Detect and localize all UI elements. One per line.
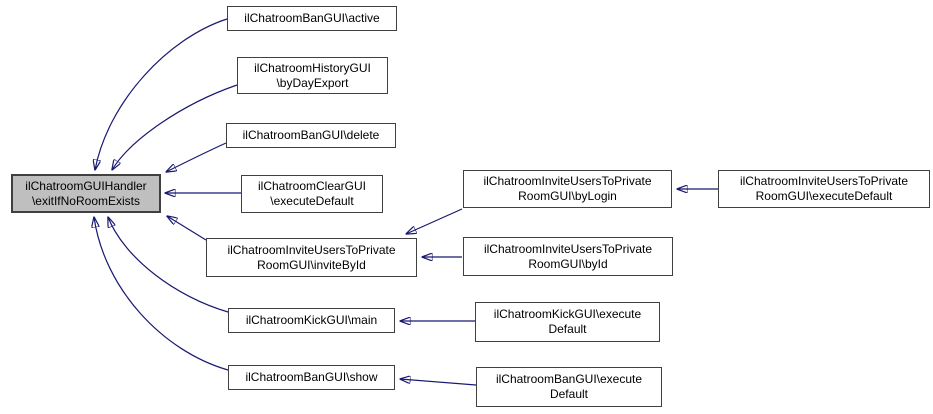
edge-active-to-exitIfNoRoomExists — [95, 18, 228, 170]
node-invite-byLogin[interactable]: ilChatroomInviteUsersToPrivate RoomGUI\b… — [463, 170, 672, 208]
node-clear-executeDefault[interactable]: ilChatroomClearGUI \executeDefault — [241, 175, 383, 213]
edge-delete-to-exitIfNoRoomExists — [166, 142, 227, 172]
node-invite-inviteById[interactable]: ilChatroomInviteUsersToPrivate RoomGUI\i… — [206, 238, 417, 277]
node-kick-executeDefault[interactable]: ilChatroomKickGUI\execute Default — [475, 302, 660, 342]
node-label: ilChatroomKickGUI\execute Default — [493, 307, 642, 336]
node-label: ilChatroomInviteUsersToPrivate RoomGUI\b… — [483, 241, 653, 271]
node-ban-show[interactable]: ilChatroomBanGUI\show — [228, 365, 395, 390]
edge-byDayExport-to-exitIfNoRoomExists — [112, 84, 238, 170]
node-label: ilChatroomBanGUI\execute Default — [495, 372, 643, 401]
edge-inviteById-to-exitIfNoRoomExists — [167, 216, 207, 241]
node-label: ilChatroomBanGUI\delete — [242, 128, 380, 142]
node-label: ilChatroomBanGUI\show — [245, 370, 378, 384]
edge-byLogin-to-inviteById — [406, 208, 463, 234]
node-label: ilChatroomKickGUI\main — [245, 313, 378, 327]
node-invite-executeDefault[interactable]: ilChatroomInviteUsersToPrivate RoomGUI\e… — [718, 170, 930, 208]
edge-main-to-exitIfNoRoomExists — [108, 217, 229, 313]
node-label: ilChatroomHistoryGUI \byDayExport — [254, 60, 371, 90]
node-label: ilChatroomGUIHandler \exitIfNoRoomExists — [25, 178, 147, 208]
node-label: ilChatroomClearGUI \executeDefault — [257, 179, 367, 208]
node-kick-main[interactable]: ilChatroomKickGUI\main — [228, 308, 395, 333]
node-ban-executeDefault[interactable]: ilChatroomBanGUI\execute Default — [476, 367, 662, 407]
node-ban-delete[interactable]: ilChatroomBanGUI\delete — [226, 123, 396, 148]
node-invite-byId[interactable]: ilChatroomInviteUsersToPrivate RoomGUI\b… — [463, 237, 673, 276]
node-label: ilChatroomInviteUsersToPrivate RoomGUI\i… — [227, 242, 396, 272]
node-exitIfNoRoomExists[interactable]: ilChatroomGUIHandler \exitIfNoRoomExists — [11, 174, 161, 213]
edge-banExecuteDefault-to-show — [400, 379, 477, 386]
node-label: ilChatroomInviteUsersToPrivate RoomGUI\e… — [739, 174, 909, 203]
node-ban-active[interactable]: ilChatroomBanGUI\active — [227, 6, 397, 31]
node-label: ilChatroomBanGUI\active — [244, 11, 380, 25]
node-history-byDayExport[interactable]: ilChatroomHistoryGUI \byDayExport — [237, 57, 388, 94]
node-label: ilChatroomInviteUsersToPrivate RoomGUI\b… — [483, 174, 652, 203]
edge-show-to-exitIfNoRoomExists — [94, 217, 229, 371]
